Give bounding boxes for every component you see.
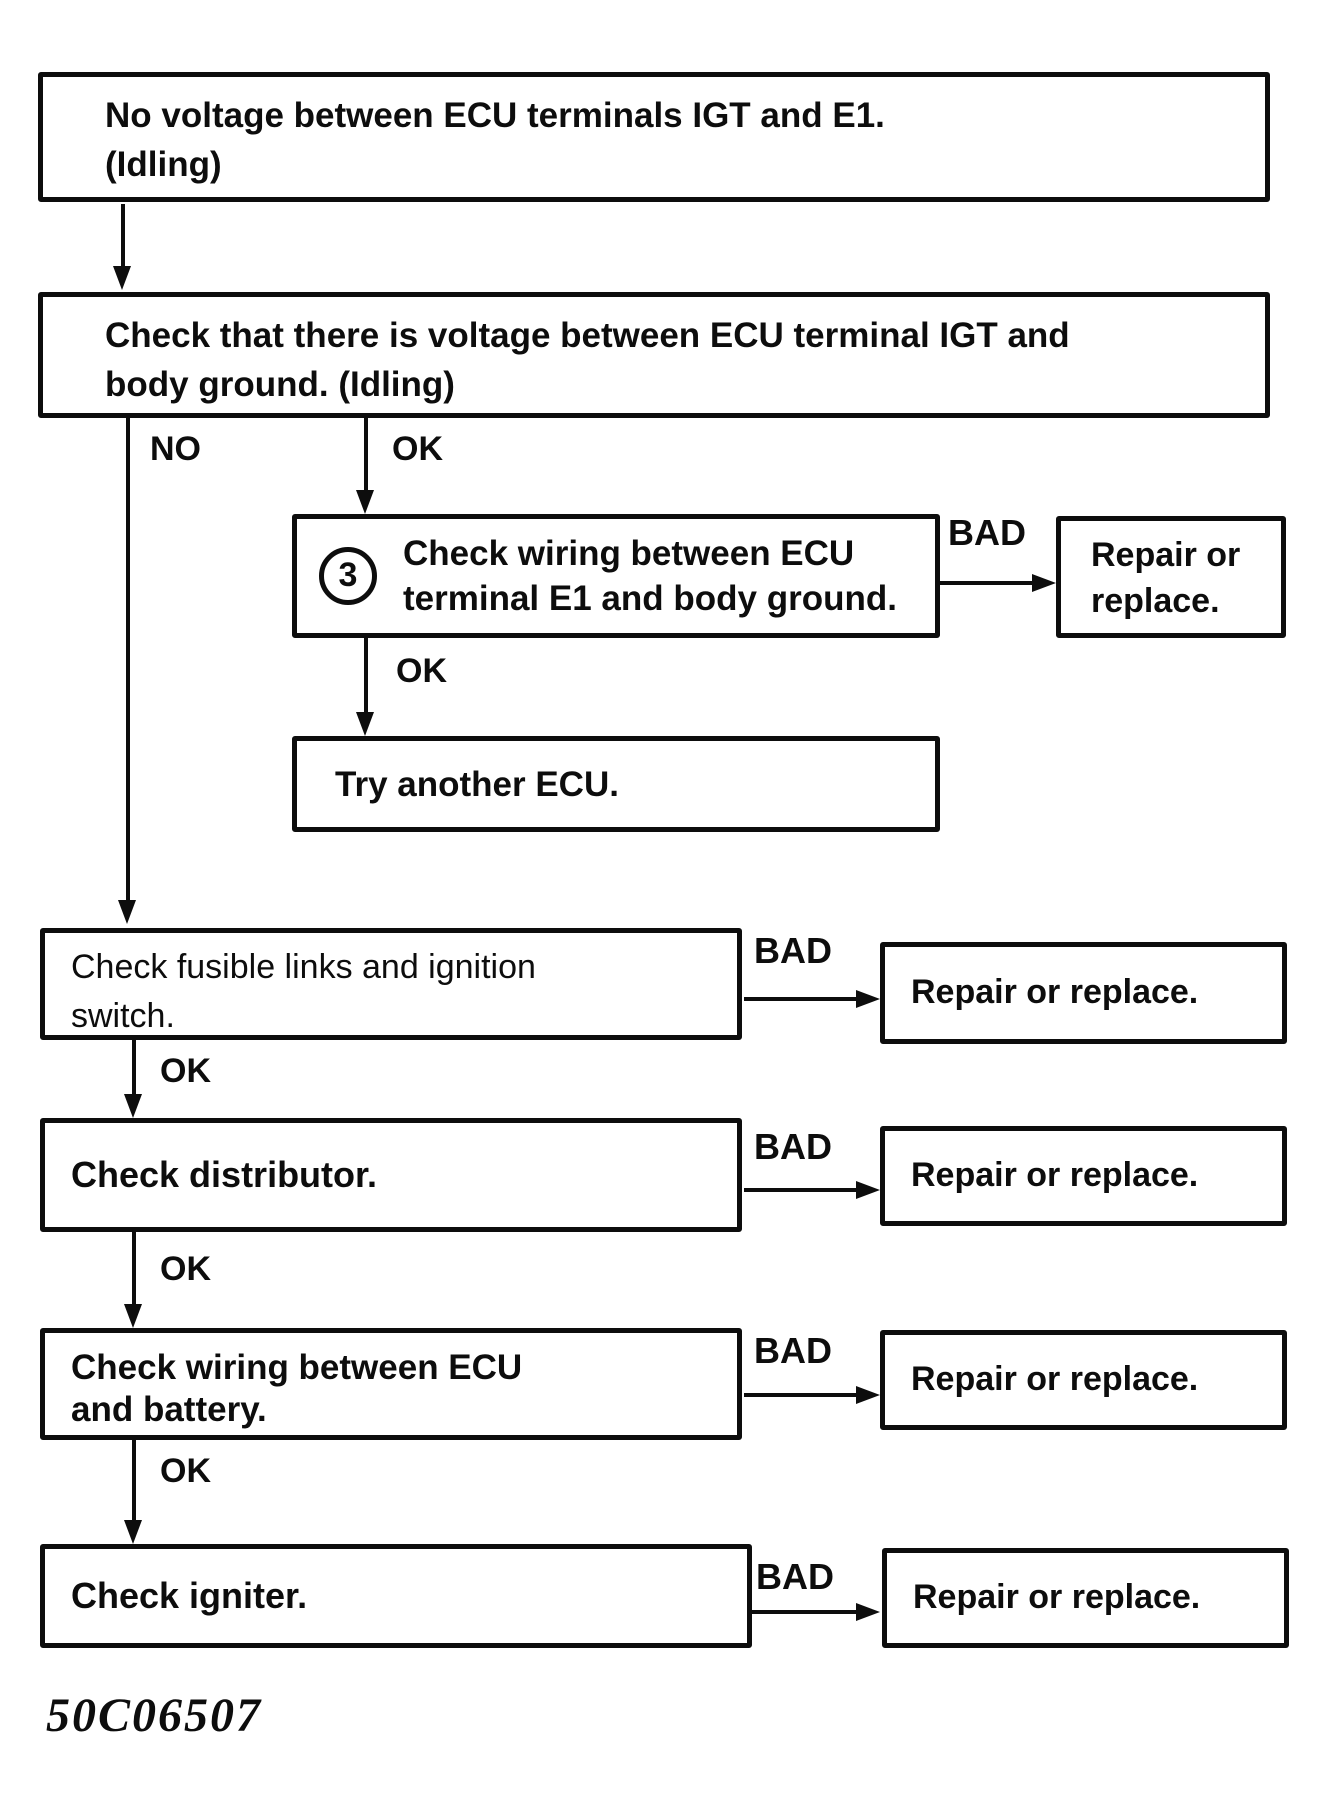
fusible-links-box: Check fusible links and ignition switch.	[40, 928, 742, 1040]
try-another-ecu-text: Try another ECU.	[335, 764, 619, 804]
arrowhead-right-icon	[1032, 574, 1056, 592]
branch-label-ok-1: OK	[392, 430, 443, 468]
arrowhead-right-icon	[856, 990, 880, 1008]
arrowhead-down-icon	[124, 1304, 142, 1328]
start-condition-line2: (Idling)	[105, 145, 222, 184]
voltage-check-line2: body ground. (Idling)	[105, 360, 1225, 409]
try-another-ecu-box: Try another ECU.	[292, 736, 940, 832]
voltage-check-box: Check that there is voltage between ECU …	[38, 292, 1270, 418]
arrowhead-down-icon	[113, 266, 131, 290]
arrowhead-right-icon	[856, 1603, 880, 1621]
figure-code: 50C06507	[46, 1689, 263, 1742]
battery-wiring-line2: and battery.	[71, 1390, 267, 1429]
arrowhead-down-icon	[124, 1520, 142, 1544]
branch-label-ok-5: OK	[160, 1452, 211, 1490]
arrowhead-down-icon	[118, 900, 136, 924]
connector-ok-to-distributor	[132, 1038, 136, 1096]
igniter-check-box: Check igniter.	[40, 1544, 752, 1648]
connector-start-to-voltage	[121, 204, 125, 270]
e1-wiring-check-box: 3 Check wiring between ECU terminal E1 a…	[292, 514, 940, 638]
branch-label-ok-3: OK	[160, 1052, 211, 1090]
connector-bad-4	[744, 1393, 860, 1397]
branch-label-bad-2: BAD	[754, 930, 832, 971]
igniter-check-text: Check igniter.	[71, 1574, 308, 1616]
repair-replace-text-3: Repair or replace.	[911, 1360, 1199, 1399]
start-condition-box: No voltage between ECU terminals IGT and…	[38, 72, 1270, 202]
fusible-links-line2: switch.	[71, 997, 175, 1036]
arrowhead-down-icon	[124, 1094, 142, 1118]
connector-bad-2	[744, 997, 860, 1001]
e1-wiring-line2: terminal E1 and body ground.	[403, 579, 897, 618]
repair-replace-box-4: Repair or replace.	[882, 1548, 1289, 1648]
voltage-check-line1: Check that there is voltage between ECU …	[105, 316, 1070, 355]
e1-wiring-line1: Check wiring between ECU	[403, 533, 855, 573]
battery-wiring-box: Check wiring between ECU and battery.	[40, 1328, 742, 1440]
distributor-check-box: Check distributor.	[40, 1118, 742, 1232]
repair-replace-text-4: Repair or replace.	[913, 1578, 1201, 1617]
arrowhead-down-icon	[356, 712, 374, 736]
branch-label-bad-1: BAD	[948, 512, 1026, 553]
branch-label-ok-2: OK	[396, 652, 447, 690]
branch-label-bad-3: BAD	[754, 1126, 832, 1167]
repair-replace-text-1: Repair or replace.	[911, 973, 1199, 1012]
fusible-links-line1: Check fusible links and ignition	[71, 948, 536, 986]
repair-replace-box-2: Repair or replace.	[880, 1126, 1287, 1226]
arrowhead-right-icon	[856, 1386, 880, 1404]
branch-label-ok-4: OK	[160, 1250, 211, 1288]
battery-wiring-line1: Check wiring between ECU	[71, 1348, 523, 1387]
step-number-badge: 3	[319, 547, 377, 605]
connector-ok-to-battery	[132, 1232, 136, 1306]
connector-bad-1	[938, 581, 1036, 585]
repair-replace-box-1: Repair or replace.	[880, 942, 1287, 1044]
repair-replace-box-top: Repair or replace.	[1056, 516, 1286, 638]
branch-label-no: NO	[150, 430, 201, 468]
connector-bad-3	[744, 1188, 860, 1192]
repair-top-line2: replace.	[1091, 581, 1220, 620]
distributor-check-text: Check distributor.	[71, 1153, 378, 1195]
repair-top-line1: Repair or	[1091, 536, 1241, 574]
connector-ok-to-try-ecu	[364, 638, 368, 714]
connector-ok-to-igniter	[132, 1440, 136, 1522]
connector-bad-5	[752, 1610, 860, 1614]
connector-no-branch	[126, 416, 130, 902]
branch-label-bad-5: BAD	[756, 1556, 834, 1597]
start-condition-line1: No voltage between ECU terminals IGT and…	[105, 96, 885, 135]
repair-replace-box-3: Repair or replace.	[880, 1330, 1287, 1430]
arrowhead-right-icon	[856, 1181, 880, 1199]
arrowhead-down-icon	[356, 490, 374, 514]
e1-wiring-check-text: Check wiring between ECU terminal E1 and…	[403, 531, 897, 622]
voltage-check-line2-text: body ground.	[105, 365, 329, 404]
repair-replace-text-2: Repair or replace.	[911, 1156, 1199, 1195]
connector-ok-to-e1-wiring	[364, 416, 368, 492]
voltage-check-idling-emphasis: (Idling)	[338, 365, 455, 404]
branch-label-bad-4: BAD	[754, 1330, 832, 1371]
